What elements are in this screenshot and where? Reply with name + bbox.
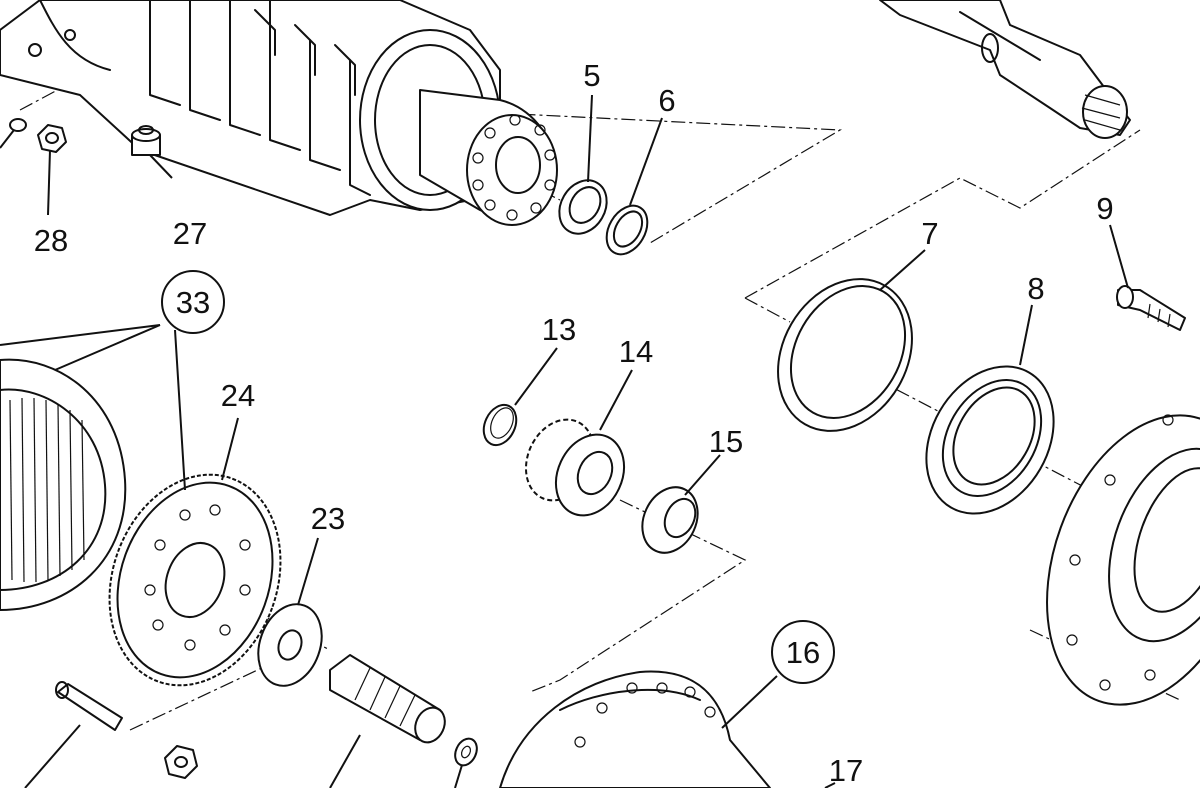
part-33-ring-gear [0, 358, 127, 611]
part-28-nut [9, 118, 67, 153]
label-33: 33 [176, 285, 210, 320]
part-6-ring [605, 204, 649, 256]
part-9-bolt [1116, 285, 1186, 331]
label-15: 15 [709, 424, 743, 459]
part-15-needle-bearing [641, 486, 699, 554]
part-8-bearing [925, 365, 1055, 515]
callout-circle-33 [161, 270, 225, 334]
label-6: 6 [658, 83, 675, 118]
part-5-seal [558, 179, 608, 235]
part-number-labels: 5 6 7 8 9 13 14 15 16 17 23 24 27 28 33 [34, 58, 1114, 788]
wheel-hub [1046, 414, 1200, 706]
small-washer [454, 737, 478, 767]
part-23-thrust-washer [257, 603, 323, 687]
part-13-snap-ring [482, 403, 518, 447]
part-24-spur-gear [108, 473, 282, 687]
label-17: 17 [829, 753, 863, 788]
leader-lines [0, 94, 1129, 788]
callout-circle-16 [771, 620, 835, 684]
label-16: 16 [786, 635, 820, 670]
part-14-sun-gear [524, 418, 626, 517]
label-9: 9 [1096, 191, 1113, 226]
splined-shaft [329, 654, 446, 744]
label-5: 5 [583, 58, 600, 93]
housing-assembly [0, 0, 558, 226]
part-27-plug [131, 125, 161, 156]
drive-shaft [879, 0, 1131, 139]
label-27: 27 [173, 216, 207, 251]
label-23: 23 [311, 501, 345, 536]
label-13: 13 [542, 312, 576, 347]
part-7-seal-ring [777, 278, 913, 432]
stud [55, 681, 123, 731]
part-16-planet-carrier [499, 670, 771, 788]
label-8: 8 [1027, 271, 1044, 306]
label-7: 7 [921, 216, 938, 251]
label-28: 28 [34, 223, 68, 258]
label-14: 14 [619, 334, 653, 369]
label-24: 24 [221, 378, 255, 413]
nut-bottom [164, 745, 198, 779]
